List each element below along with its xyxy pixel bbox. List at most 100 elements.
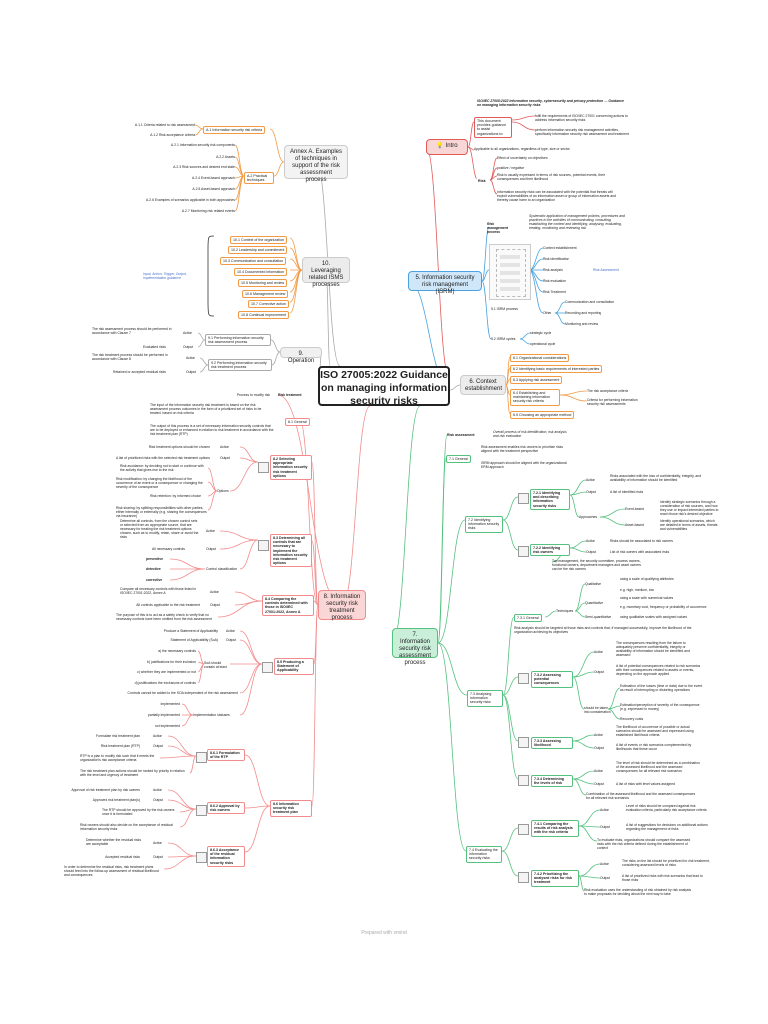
assessment-analysing[interactable]: 7.3 Analysing information security risks <box>467 690 503 707</box>
assessment-identifying[interactable]: 7.2 Identifying information security ris… <box>465 516 503 533</box>
context-item-6-5[interactable]: 6.5 Choosing an appropriate method <box>510 411 575 420</box>
conseq-output-tag: Output <box>594 670 605 674</box>
treatment-approval[interactable]: 8.6.2 Approval by risk owners <box>207 802 245 815</box>
connector-line <box>501 850 519 877</box>
annex-a2-3: A.2.3 Risk sources and desired end state <box>173 165 235 169</box>
treatment-options[interactable]: 8.2 Selecting appropriate information se… <box>270 455 312 481</box>
branch-assessment[interactable]: 7. Information security risk assessment … <box>392 628 438 666</box>
soa-thumbnail-icon <box>262 662 273 673</box>
annex-a2[interactable]: A.2 Practical techniques <box>244 172 274 185</box>
connector-line <box>197 663 205 684</box>
operation-p2[interactable]: 9.2 Performing information security risk… <box>208 359 272 372</box>
treatment-plan[interactable]: 8.6 Information security risk treatment … <box>270 800 312 817</box>
treatment-rtp[interactable]: 8.6.1 Formulation of the RTP <box>207 749 245 762</box>
residual-action: Determine whether the residual risks are… <box>86 838 142 846</box>
connector-line <box>207 467 218 492</box>
connector-line <box>244 754 271 807</box>
intro-purpose[interactable]: This document provides guidance to assis… <box>474 117 512 138</box>
isms-10-2[interactable]: 10.2 Leadership and commitment <box>228 246 288 255</box>
rtp-action: Formulate risk treatment plan <box>95 734 140 738</box>
connector-line <box>179 808 197 828</box>
soa-output-tag: Output <box>226 638 237 642</box>
eval-output: A list of suggestions for decisions on a… <box>626 823 708 831</box>
treatment-residual[interactable]: 8.6.3 Acceptance of the residual informa… <box>207 846 245 867</box>
connector-line <box>199 364 209 373</box>
connector-line <box>229 461 259 492</box>
assessment-analysis-general[interactable]: 7.3.1 General <box>514 614 542 623</box>
likelihood-output: A list of events or risk scenarios compl… <box>616 743 692 751</box>
conseq-item-severity: Estimation/perception of severity of the… <box>620 703 700 711</box>
controls-class: Control classification <box>206 567 238 571</box>
connector-line <box>289 269 303 314</box>
assessment-describing[interactable]: 7.2.1 Identifying and describing informa… <box>530 489 570 510</box>
isms-10-8[interactable]: 10.8 Continual improvement <box>238 311 289 320</box>
soa-item-d: d) justifications the exclusions of cont… <box>134 681 196 685</box>
annex-a1[interactable]: A.1 Information security risk criteria <box>203 126 266 135</box>
connector-line <box>502 519 519 551</box>
branch-annex[interactable]: Annex A. Examples of techniques in suppo… <box>284 145 348 183</box>
annex-a2-2: A.2.2 Assets <box>216 155 235 159</box>
levels-thumbnail-icon <box>518 775 529 786</box>
connector-line <box>194 124 204 130</box>
branch-isms[interactable]: 10. Leveraging related ISMS processes <box>302 257 350 288</box>
connector-line <box>574 583 586 612</box>
central-topic[interactable]: ISO 27005:2022 Guidance on managing info… <box>318 366 450 407</box>
assessment-owners[interactable]: 7.2.2 Identifying risk owners <box>530 544 570 557</box>
branch-intro[interactable]: 💡 Intro <box>426 139 468 155</box>
context-item-6-4[interactable]: 6.4 Establishing and maintaining informa… <box>510 389 560 406</box>
assessment-general[interactable]: 7.1 General <box>446 455 471 464</box>
quantitative-item-2: e.g. monetary cost, frequency or probabi… <box>620 605 707 609</box>
isms-10-4[interactable]: 10.4 Documented information <box>234 268 288 277</box>
context-item-6-1[interactable]: 6.1 Organizational considerations <box>510 354 570 363</box>
isrm-step-identification: Risk identification <box>543 257 570 261</box>
intro-risk-label[interactable]: Risk <box>476 178 488 185</box>
prioritize-thumbnail-icon <box>518 872 529 883</box>
controls-output-tag: Output <box>206 547 217 551</box>
assessment-compare[interactable]: 7.4.1 Comparing the results of risk anal… <box>531 820 579 837</box>
branch-context[interactable]: 6. Context establishment <box>460 375 506 395</box>
isms-10-3[interactable]: 10.3 Communication and consultation <box>220 257 287 266</box>
isrm-cycles-label: 5.2 ISRM cycles <box>491 337 516 341</box>
operation-p1[interactable]: 9.1 Performing information security risk… <box>205 334 271 347</box>
qualitative-label: Qualitative <box>585 582 602 586</box>
isms-10-1[interactable]: 10.1 Context of the organization <box>230 236 287 245</box>
isms-10-6[interactable]: 10.6 Management review <box>242 290 289 299</box>
connector-line <box>502 676 519 696</box>
assessment-levels[interactable]: 7.3.4 Determining the levels of risk <box>531 775 573 788</box>
soa-contain: SoA should contain at least <box>204 661 227 669</box>
treatment-controls[interactable]: 8.3 Determining all controls that are ne… <box>270 534 312 568</box>
context-item-6-3[interactable]: 6.3 Applying risk assessment <box>510 376 563 385</box>
context-item-6-2[interactable]: 6.2 Identifying basic requirements of in… <box>510 365 603 374</box>
prio-action-tag: Action <box>600 862 610 866</box>
connector-line <box>554 312 566 325</box>
assessment-likelihood[interactable]: 7.3.3 Assessing likelihood <box>531 737 573 750</box>
connector-line <box>197 332 206 341</box>
approval-item-owners: Risk owners should also decide on the ac… <box>80 823 173 831</box>
assessment-prioritize[interactable]: 7.4.2 Prioritizing the analysed risks fo… <box>531 870 579 887</box>
assessment-general-item-2: ISRM approach should be aligned with the… <box>481 461 567 469</box>
assessment-evaluating[interactable]: 7.4 Evaluating the information security … <box>466 846 502 863</box>
isms-10-5[interactable]: 10.5 Monitoring and review <box>238 279 288 288</box>
connector-line <box>313 600 319 606</box>
footer-credit: Prepared with xmind <box>361 930 407 936</box>
branch-treatment[interactable]: 8. Information security risk treatment p… <box>318 590 366 621</box>
treatment-header-label: Risk treatment <box>278 393 302 397</box>
treatment-general[interactable]: 8.1 General <box>285 418 310 427</box>
owners-action-tag: Action <box>586 539 596 543</box>
treatment-compare[interactable]: 8.4 Comparing the controls determined wi… <box>262 595 314 616</box>
branch-operation[interactable]: 9. Operation <box>280 347 322 364</box>
connector-line <box>502 496 519 521</box>
isms-10-7[interactable]: 10.7 Corrective action <box>248 300 289 309</box>
connector-line <box>271 351 281 366</box>
branch-isrm[interactable]: 5. Information security risk management … <box>408 271 482 295</box>
assessment-consequences[interactable]: 7.3.2 Assessing potential consequences <box>531 671 573 688</box>
connector-line <box>239 639 263 665</box>
likelihood-action: The likelihood of occurrence of possible… <box>616 725 694 737</box>
isrm-process-def: Systematic application of management pol… <box>529 214 625 230</box>
conseq-item-losses: Estimation of the losses (time or data) … <box>620 684 703 692</box>
connector-line <box>511 115 536 121</box>
treatment-soa[interactable]: 8.5 Producing a Statement of Applicabili… <box>274 658 314 675</box>
connector-line <box>239 663 263 716</box>
option-avoidance: Risk avoidance: by deciding not to start… <box>120 464 204 472</box>
connector-line <box>511 121 536 131</box>
